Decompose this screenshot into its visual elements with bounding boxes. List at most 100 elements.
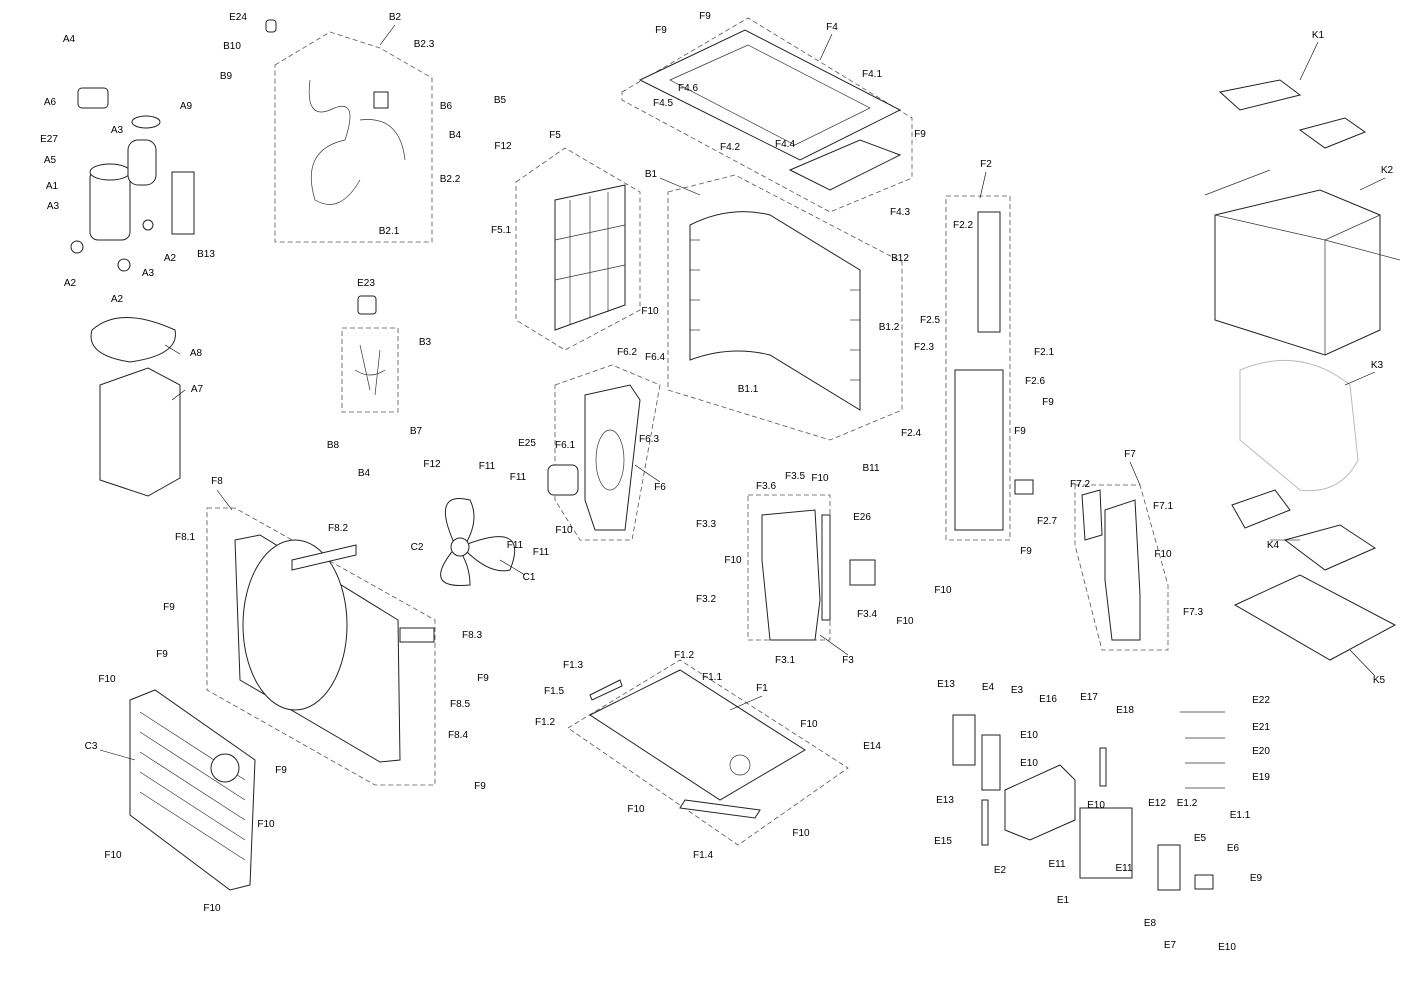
- part-label-f10: F10: [104, 850, 122, 861]
- part-label-e9: E9: [1249, 873, 1263, 884]
- group-f1-outline: [567, 659, 849, 846]
- bag-k3: [1239, 359, 1359, 492]
- part-label-a2: A2: [163, 253, 177, 264]
- part-label-b8: B8: [326, 440, 340, 451]
- part-label-f10: F10: [98, 674, 116, 685]
- part-label-f3-2: F3.2: [695, 594, 717, 605]
- part-label-f4-3: F4.3: [889, 207, 911, 218]
- part-label-f10: F10: [934, 585, 952, 596]
- part-label-f10: F10: [555, 525, 573, 536]
- bracket-e5: [1157, 844, 1181, 891]
- board-e3: [981, 734, 1001, 791]
- part-label-f1-2: F1.2: [534, 717, 556, 728]
- fan-guard-c3: [129, 689, 256, 891]
- motor-support-opening: [595, 429, 625, 491]
- part-label-e5: E5: [1193, 833, 1207, 844]
- part-label-f3-5: F3.5: [784, 471, 806, 482]
- part-label-e10: E10: [1218, 942, 1236, 953]
- part-label-f10: F10: [1154, 549, 1172, 560]
- part-label-b2: B2: [388, 12, 402, 23]
- part-label-e21: E21: [1252, 722, 1270, 733]
- part-label-e18: E18: [1116, 705, 1134, 716]
- grommet-a2: [142, 219, 154, 231]
- bar-e18: [1099, 747, 1107, 787]
- part-label-k2: K2: [1380, 165, 1394, 176]
- part-label-f4-4: F4.4: [774, 139, 796, 150]
- part-label-k5: K5: [1372, 675, 1386, 686]
- part-label-e7: E7: [1163, 940, 1177, 951]
- part-label-b1: B1: [644, 169, 658, 180]
- part-label-b3: B3: [418, 337, 432, 348]
- part-label-e23: E23: [357, 278, 375, 289]
- part-label-f1-3: F1.3: [562, 660, 584, 671]
- part-label-f4-2: F4.2: [719, 142, 741, 153]
- part-label-e16: E16: [1039, 694, 1057, 705]
- part-label-e22: E22: [1252, 695, 1270, 706]
- bar-e15: [981, 799, 989, 846]
- panel-f2-2: [977, 211, 1001, 333]
- part-label-f10: F10: [627, 804, 645, 815]
- wiring-e19-e22: [1180, 711, 1225, 789]
- part-f1-3: [589, 679, 623, 701]
- part-label-b1-2: B1.2: [878, 322, 900, 333]
- part-label-f10: F10: [896, 616, 914, 627]
- part-label-a6: A6: [43, 97, 57, 108]
- part-label-f6-3: F6.3: [638, 434, 660, 445]
- part-label-e25: E25: [518, 438, 536, 449]
- part-label-k1: K1: [1311, 30, 1325, 41]
- bracket-b13: [171, 171, 195, 235]
- part-label-e4: E4: [981, 682, 995, 693]
- part-label-b13: B13: [197, 249, 215, 260]
- part-label-e12: E12: [1148, 798, 1166, 809]
- base-pan-f1: [588, 669, 806, 801]
- part-label-f10: F10: [800, 719, 818, 730]
- part-label-f9: F9: [474, 781, 486, 792]
- part-label-f8-4: F8.4: [447, 730, 469, 741]
- part-label-f8-1: F8.1: [174, 532, 196, 543]
- part-label-b11: B11: [862, 463, 880, 474]
- heat-exchanger-b1: [689, 211, 861, 411]
- part-label-f1-4: F1.4: [692, 850, 714, 861]
- drain-hole: [729, 754, 751, 776]
- part-label-f10: F10: [641, 306, 659, 317]
- part-label-f9: F9: [156, 649, 168, 660]
- part-f1-4: [679, 799, 761, 819]
- grommet-a2: [117, 258, 131, 272]
- propeller-fan-c1: [440, 498, 516, 587]
- part-label-e10: E10: [1020, 730, 1038, 741]
- part-label-f8-2: F8.2: [327, 523, 349, 534]
- part-f2-7: [1014, 479, 1034, 495]
- part-label-f2-5: F2.5: [919, 315, 941, 326]
- valve-b3: [354, 344, 386, 396]
- part-label-b6: B6: [439, 101, 453, 112]
- part-label-f1-5: F1.5: [543, 686, 565, 697]
- part-label-f8-3: F8.3: [461, 630, 483, 641]
- part-label-e1-1: E1.1: [1229, 810, 1251, 821]
- part-label-a8: A8: [189, 348, 203, 359]
- carton-k2: [1214, 189, 1381, 356]
- part-label-f4-1: F4.1: [861, 69, 883, 80]
- part-label-f3: F3: [842, 655, 854, 666]
- part-label-e6: E6: [1226, 843, 1240, 854]
- part-label-f12: F12: [494, 141, 512, 152]
- part-label-f9: F9: [275, 765, 287, 776]
- part-label-f12: F12: [423, 459, 441, 470]
- group-b3-outline: [341, 327, 399, 413]
- motor-support-f6: [584, 384, 641, 531]
- part-label-e1-2: E1.2: [1176, 798, 1198, 809]
- part-label-f9: F9: [1042, 397, 1054, 408]
- group-f4-outline: [621, 17, 913, 213]
- reactor-e4: [952, 714, 976, 766]
- part-b2-3: [373, 91, 389, 109]
- part-label-f6-4: F6.4: [644, 352, 666, 363]
- part-label-f9: F9: [655, 25, 667, 36]
- carton-k2-flaps: [1204, 169, 1401, 355]
- part-label-e19: E19: [1252, 772, 1270, 783]
- part-label-b2-1: B2.1: [378, 226, 400, 237]
- part-label-f5: F5: [549, 130, 561, 141]
- plate-f8-3: [399, 627, 435, 643]
- heat-exchanger-fins: [690, 239, 860, 381]
- part-label-f10: F10: [792, 828, 810, 839]
